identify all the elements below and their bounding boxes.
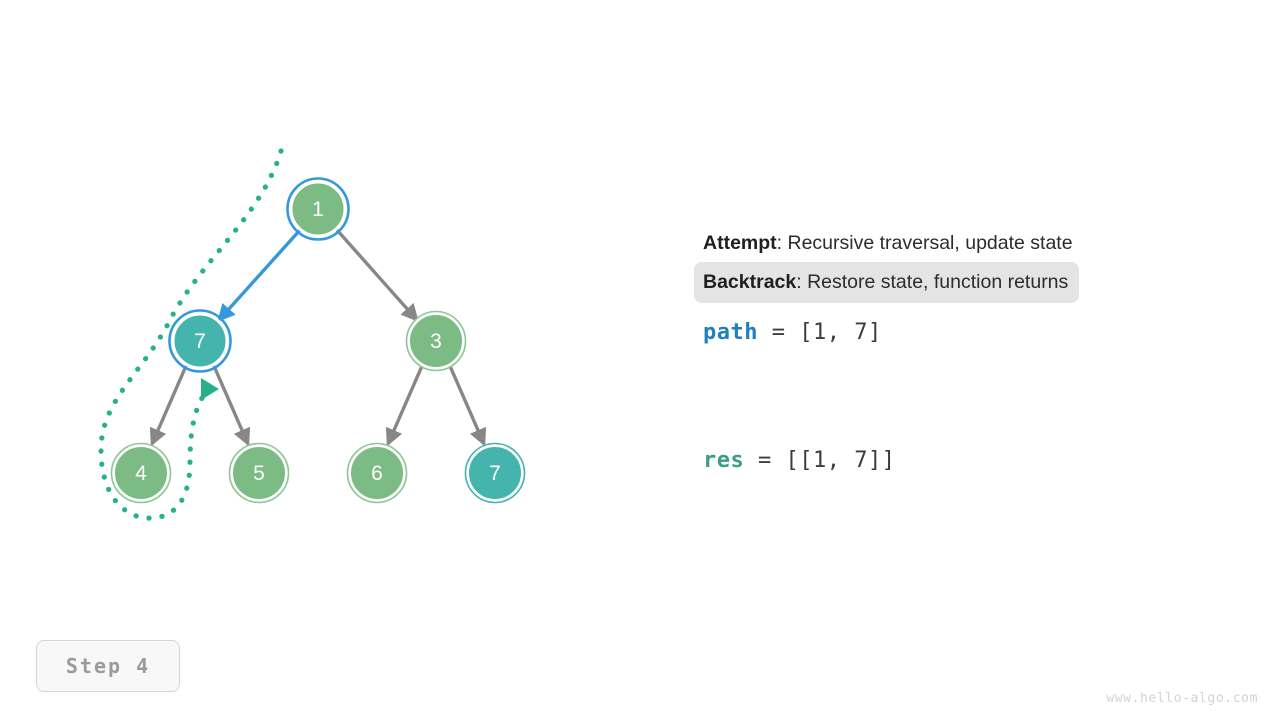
legend-row-attempt: Attempt: Recursive traversal, update sta… xyxy=(703,226,1203,262)
explanation-panel: Attempt: Recursive traversal, update sta… xyxy=(694,226,1203,473)
path-variable-value: = [1, 7] xyxy=(757,320,882,345)
step-badge-label: Step 4 xyxy=(65,654,151,678)
tree-node-n7[interactable]: 7 xyxy=(464,442,526,504)
node-label-n7: 7 xyxy=(489,462,501,485)
node-label-n3: 3 xyxy=(430,330,442,353)
traversal-pointer-triangle xyxy=(201,378,219,400)
tree-node-n3[interactable]: 3 xyxy=(405,310,467,372)
edge-n2-n4 xyxy=(149,365,188,447)
step-badge: Step 4 xyxy=(36,640,180,692)
edge-n2-n5 xyxy=(212,365,251,447)
node-label-n2: 7 xyxy=(194,330,206,353)
node-label-n1: 1 xyxy=(312,198,324,221)
res-variable-value: = [[1, 7]] xyxy=(744,448,896,473)
path-variable-line: path = [1, 7] xyxy=(703,320,882,345)
edge-n1-n2 xyxy=(217,228,302,322)
tree-node-n6[interactable]: 6 xyxy=(346,442,408,504)
res-variable-name: res xyxy=(703,448,745,473)
node-label-n5: 5 xyxy=(253,462,265,485)
edge-n3-n6 xyxy=(385,365,424,447)
edge-n3-n7 xyxy=(448,365,487,447)
path-variable-name: path xyxy=(703,320,758,345)
binary-tree-diagram: 1 7 3 4 5 6 7 xyxy=(98,148,526,521)
tree-node-n2[interactable]: 7 xyxy=(168,309,232,373)
tree-node-n4[interactable]: 4 xyxy=(110,442,172,504)
edge-n1-n3 xyxy=(335,228,419,322)
legend-lead-backtrack: Backtrack xyxy=(703,270,797,293)
res-variable-line: res = [[1, 7]] xyxy=(703,448,895,473)
legend-lead-attempt: Attempt xyxy=(703,232,777,254)
watermark: www.hello-algo.com xyxy=(1106,691,1258,706)
node-label-n4: 4 xyxy=(135,462,147,485)
node-label-n6: 6 xyxy=(371,462,383,485)
legend-row-backtrack: Backtrack: Restore state, function retur… xyxy=(694,261,1080,303)
tree-node-n5[interactable]: 5 xyxy=(228,442,290,504)
backtrack-trace-path xyxy=(98,148,284,521)
legend-rest-attempt: : Recursive traversal, update state xyxy=(776,232,1073,254)
tree-node-n1[interactable]: 1 xyxy=(286,177,350,241)
legend-rest-backtrack: : Restore state, function returns xyxy=(796,270,1069,293)
tree-edges xyxy=(149,228,487,447)
watermark-text: www.hello-algo.com xyxy=(1106,691,1258,706)
